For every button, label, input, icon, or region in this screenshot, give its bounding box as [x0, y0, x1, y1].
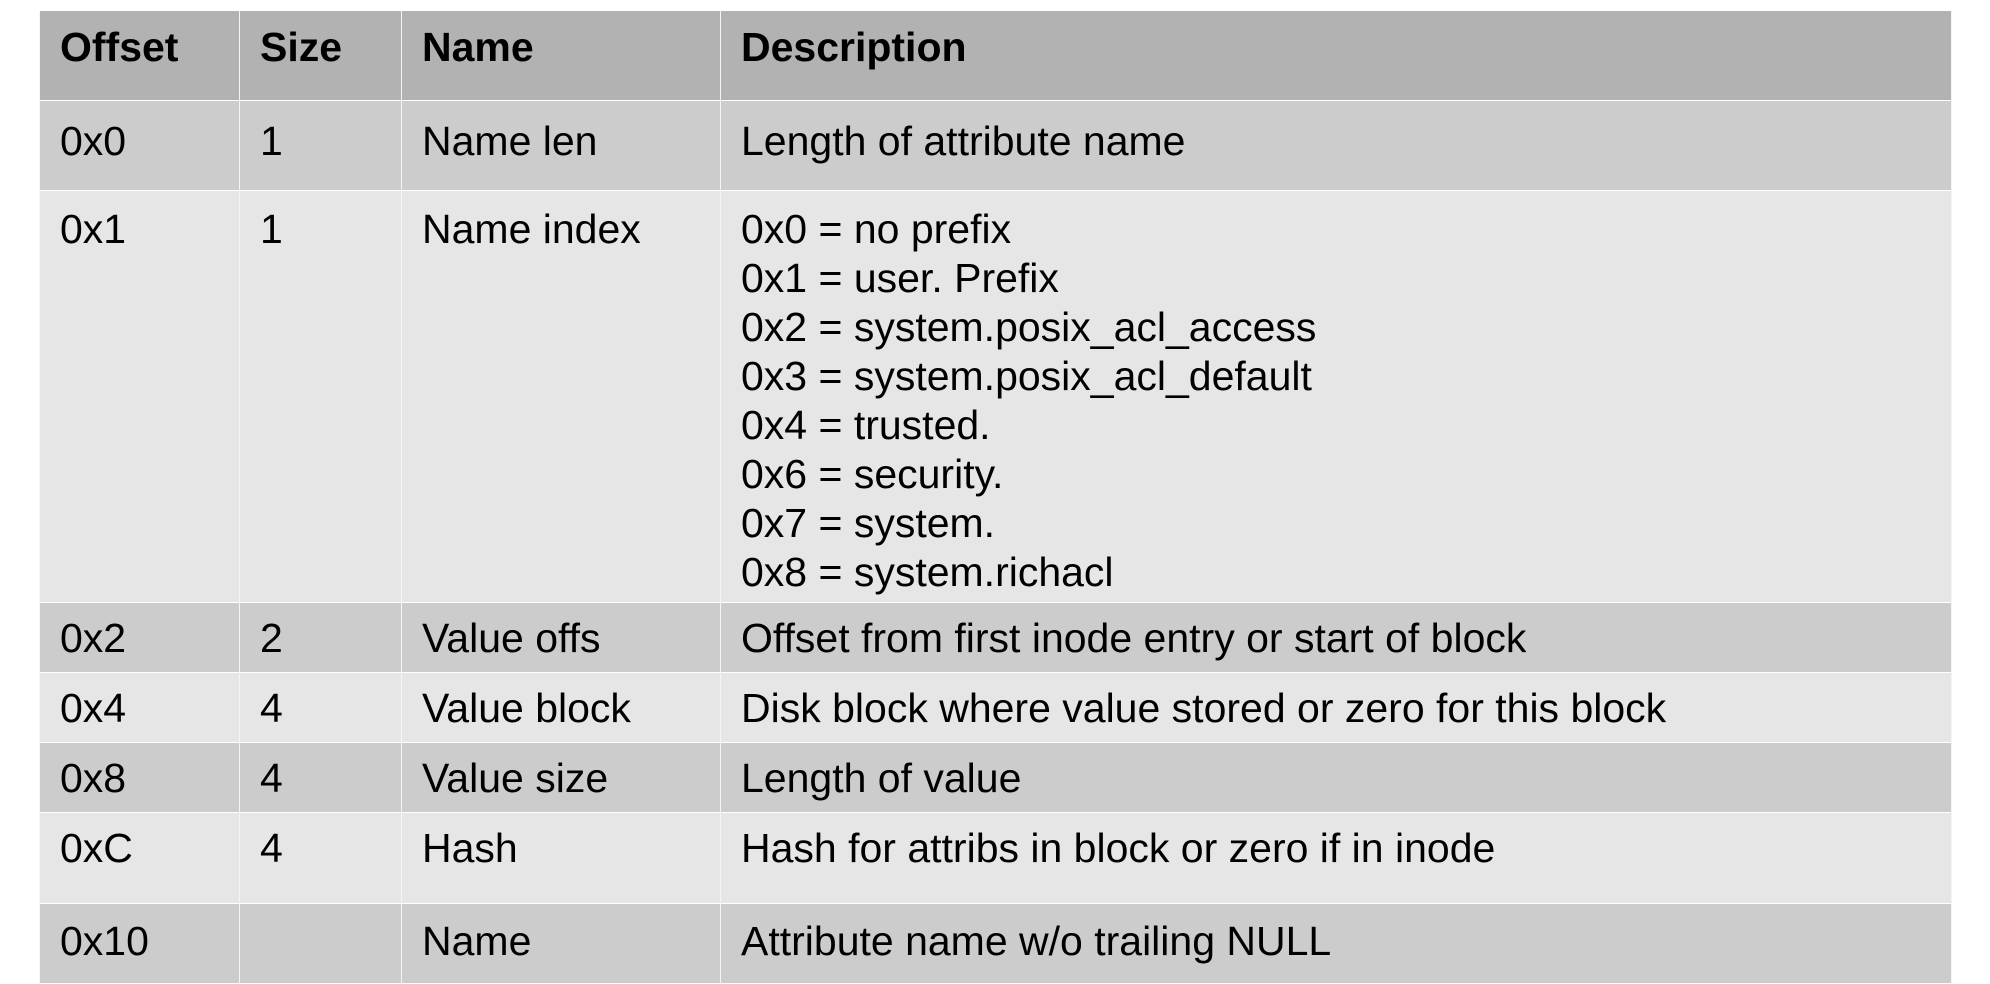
cell-name: Name len [401, 100, 721, 190]
cell-name: Name [401, 903, 721, 983]
cell-description: Attribute name w/o trailing NULL [720, 903, 1952, 983]
description-line: 0x2 = system.posix_acl_access [741, 303, 1317, 350]
cell-size: 2 [239, 602, 402, 672]
description-line: 0x6 = security. [741, 450, 1004, 497]
table-row: 0x8 4 Value size Length of value [39, 742, 1952, 812]
cell-description: Length of value [720, 742, 1952, 812]
cell-name: Hash [401, 812, 721, 903]
cell-offset: 0x1 [39, 190, 240, 602]
table-row: 0x10 Name Attribute name w/o trailing NU… [39, 903, 1952, 983]
table-row: 0x4 4 Value block Disk block where value… [39, 672, 1952, 742]
description-line: Length of value [741, 754, 1022, 801]
cell-description: Offset from first inode entry or start o… [720, 602, 1952, 672]
cell-name: Value offs [401, 602, 721, 672]
cell-offset: 0x8 [39, 742, 240, 812]
cell-size [239, 903, 402, 983]
description-line: 0x4 = trusted. [741, 401, 991, 448]
cell-description: Hash for attribs in block or zero if in … [720, 812, 1952, 903]
table-header: Offset Size Name Description [39, 11, 1952, 100]
cell-offset: 0x2 [39, 602, 240, 672]
cell-name: Value size [401, 742, 721, 812]
description-line: Offset from first inode entry or start o… [741, 614, 1527, 661]
cell-size: 1 [239, 190, 402, 602]
cell-name: Name index [401, 190, 721, 602]
cell-offset: 0x4 [39, 672, 240, 742]
cell-offset: 0x0 [39, 100, 240, 190]
header-offset: Offset [39, 11, 240, 100]
header-name: Name [401, 11, 721, 100]
attribute-entry-table: Offset Size Name Description 0x0 1 Name … [39, 11, 1952, 984]
description-line: 0x0 = no prefix [741, 205, 1012, 252]
description-line: 0x8 = system.richacl [741, 548, 1114, 595]
table-row: 0x1 1 Name index 0x0 = no prefix 0x1 = u… [39, 190, 1952, 602]
cell-description: 0x0 = no prefix 0x1 = user. Prefix 0x2 =… [720, 190, 1952, 602]
cell-size: 4 [239, 742, 402, 812]
table-row: 0x0 1 Name len Length of attribute name [39, 100, 1952, 190]
cell-name: Value block [401, 672, 721, 742]
cell-description: Length of attribute name [720, 100, 1952, 190]
description-line: 0x3 = system.posix_acl_default [741, 352, 1312, 399]
description-line: Attribute name w/o trailing NULL [741, 917, 1332, 964]
description-line: 0x7 = system. [741, 499, 996, 546]
cell-size: 4 [239, 672, 402, 742]
cell-size: 1 [239, 100, 402, 190]
header-size: Size [239, 11, 402, 100]
cell-description: Disk block where value stored or zero fo… [720, 672, 1952, 742]
cell-offset: 0xC [39, 812, 240, 903]
table-row: 0xC 4 Hash Hash for attribs in block or … [39, 812, 1952, 903]
description-line: 0x1 = user. Prefix [741, 254, 1059, 301]
description-line: Hash for attribs in block or zero if in … [741, 824, 1496, 871]
cell-offset: 0x10 [39, 903, 240, 983]
header-description: Description [720, 11, 1952, 100]
table-row: 0x2 2 Value offs Offset from first inode… [39, 602, 1952, 672]
table-body: 0x0 1 Name len Length of attribute name … [39, 100, 1952, 983]
description-line: Length of attribute name [741, 117, 1186, 164]
cell-size: 4 [239, 812, 402, 903]
description-line: Disk block where value stored or zero fo… [741, 684, 1667, 731]
header-row: Offset Size Name Description [39, 11, 1952, 100]
